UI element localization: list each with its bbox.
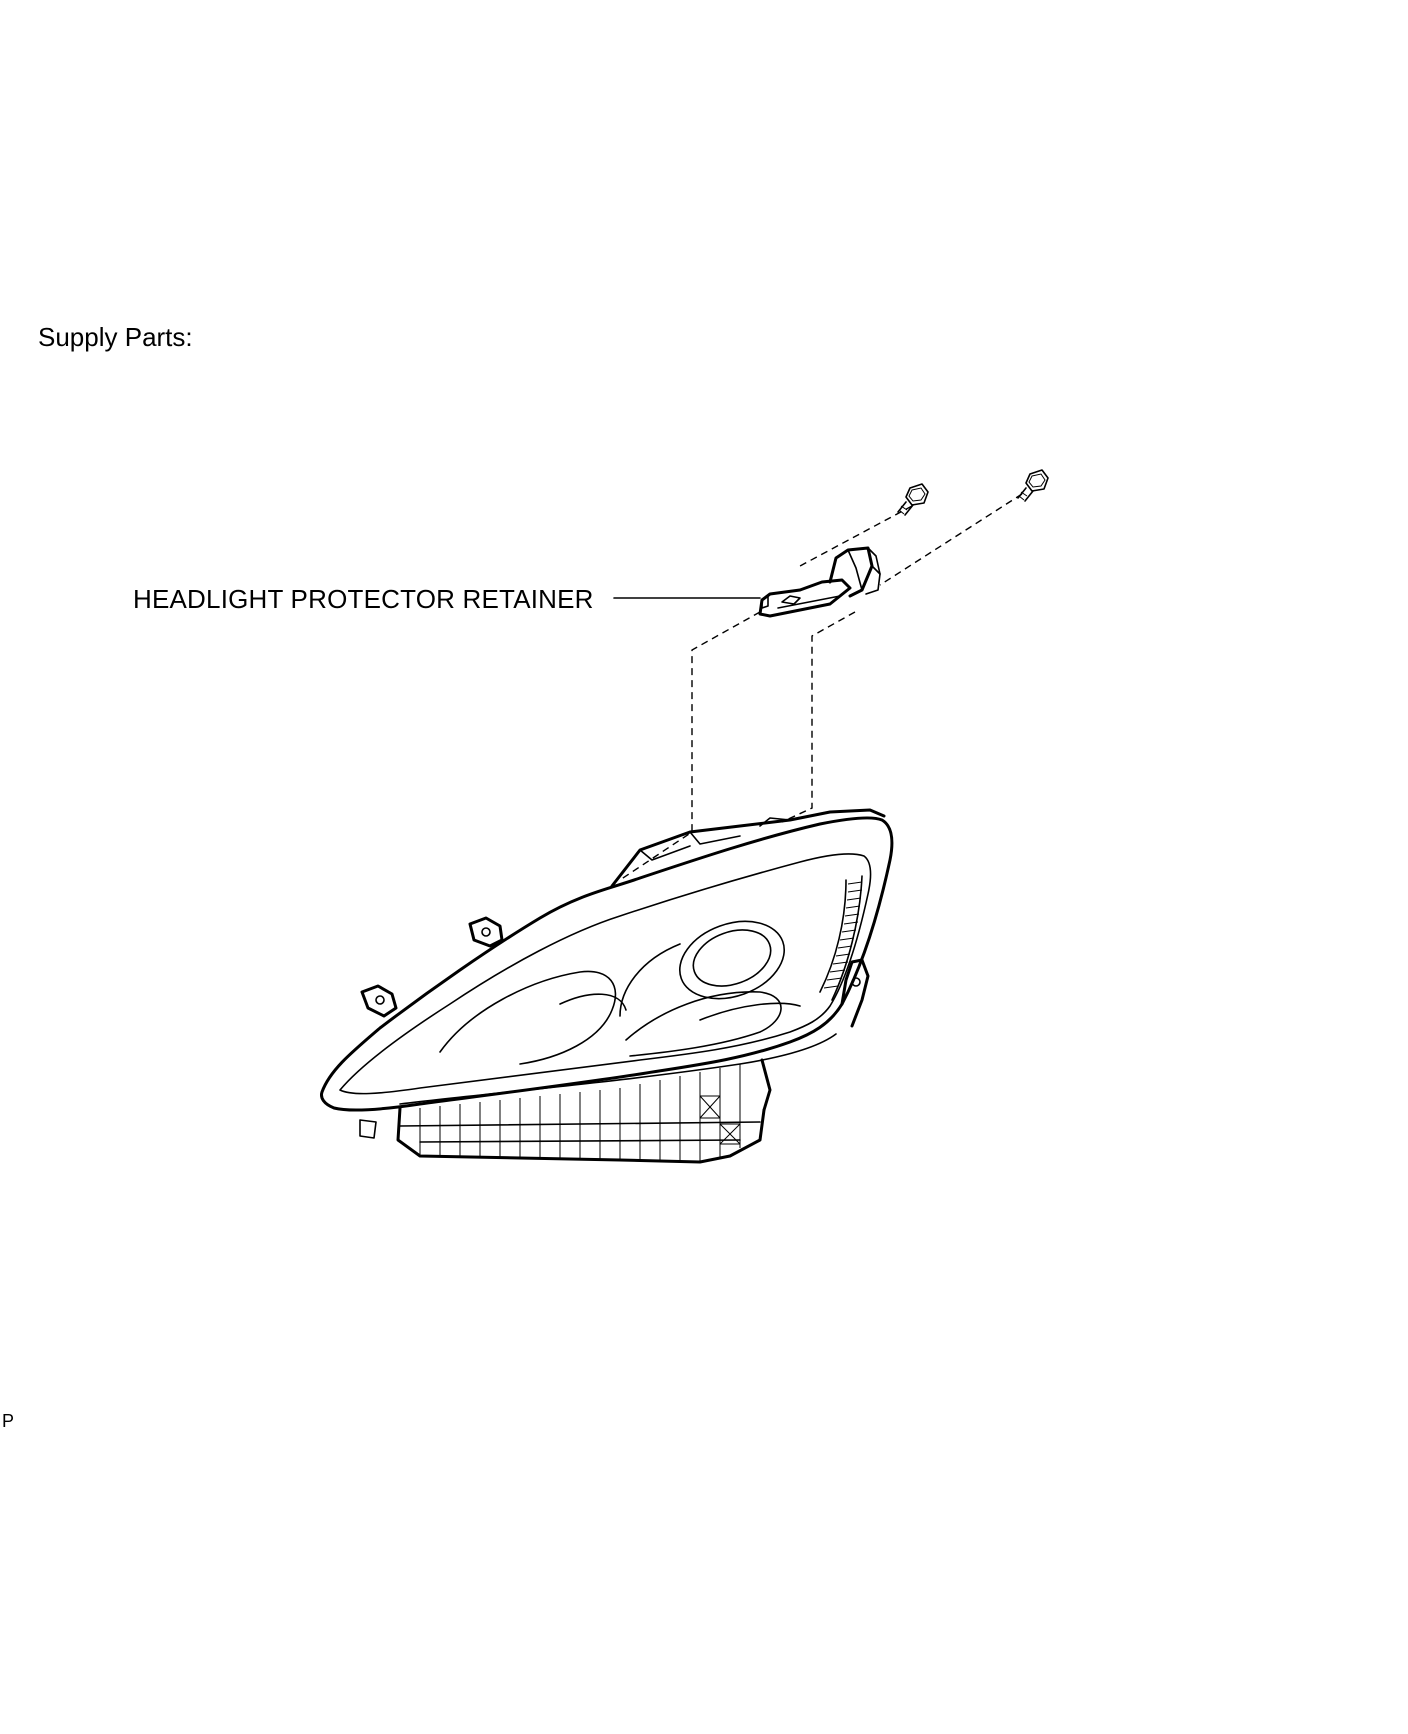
headlight-housing <box>320 808 894 1164</box>
clearance-lamp-ribs <box>823 881 863 989</box>
headlight-protector-retainer <box>758 546 881 618</box>
headlight-protector-retainer-label: HEADLIGHT PROTECTOR RETAINER <box>133 584 594 614</box>
housing-cross-braces <box>699 1095 741 1145</box>
illustration-code: P <box>2 1411 15 1431</box>
bolt-left <box>897 483 929 516</box>
installation-guide-lines <box>619 493 1023 881</box>
supply-parts-heading: Supply Parts: <box>38 322 193 352</box>
housing-bottom-ribs <box>419 1064 741 1162</box>
bolt-right <box>1017 469 1049 502</box>
